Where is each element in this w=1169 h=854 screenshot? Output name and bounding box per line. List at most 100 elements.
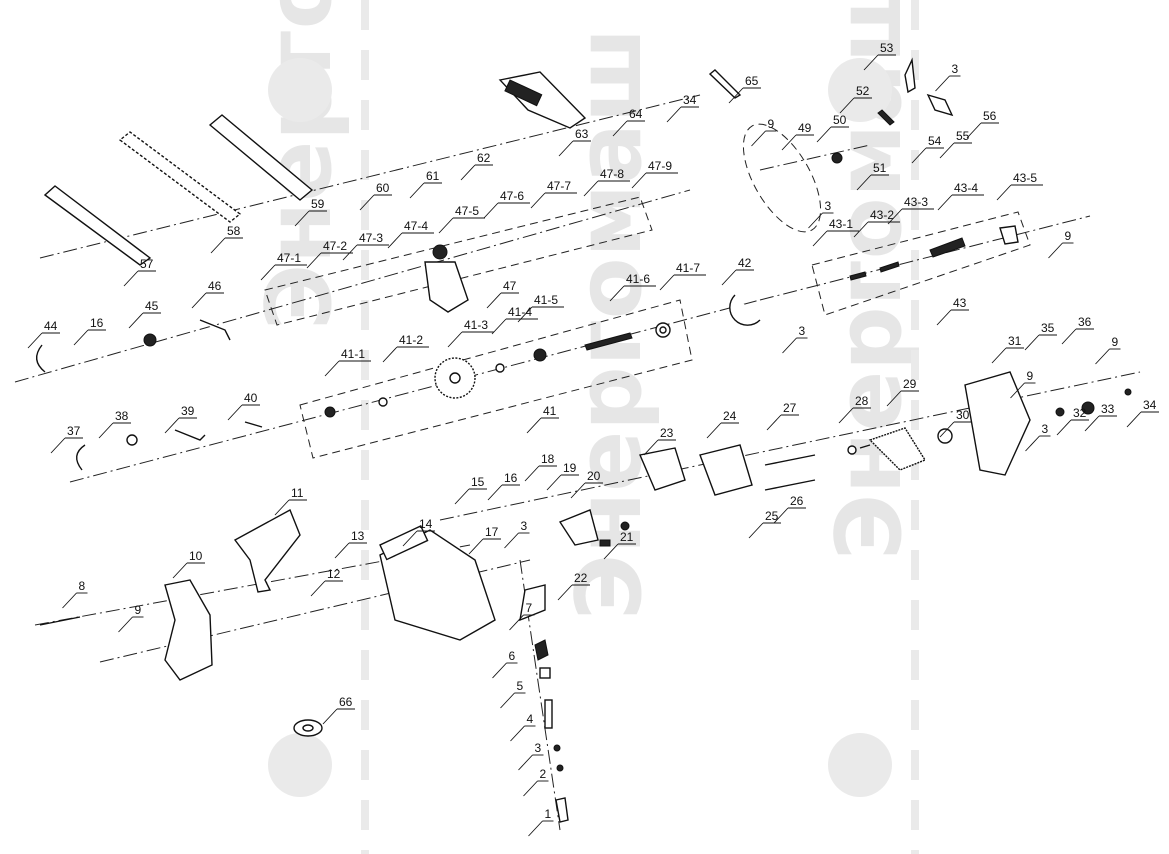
part-callout: 31 — [991, 334, 1024, 364]
part-number-label: 3 — [799, 324, 806, 338]
part-number-label: 16 — [90, 316, 104, 330]
leader-line — [570, 482, 586, 499]
part-number-label: 56 — [983, 109, 997, 123]
leader-line — [863, 54, 879, 71]
part-number-label: 46 — [208, 279, 222, 293]
part-number-label: 54 — [928, 134, 942, 148]
leader-line — [172, 562, 188, 579]
part-number-label: 22 — [574, 571, 588, 585]
part-number-label: 3 — [825, 199, 832, 213]
part-number-label: 49 — [798, 121, 812, 135]
part-callout: 19 — [546, 461, 579, 491]
leader-line — [603, 543, 619, 560]
leader-line — [517, 306, 533, 323]
leader-line — [966, 122, 982, 139]
part-callout: 41-3 — [447, 318, 494, 348]
part-number-label: 35 — [1041, 321, 1055, 335]
part-number-label: 42 — [738, 256, 752, 270]
part-callout: 44 — [27, 319, 60, 349]
part-number-label: 47-6 — [500, 189, 524, 203]
part-callout: 27 — [766, 401, 799, 431]
part-callout: 41-6 — [609, 272, 656, 302]
leader-line — [782, 337, 797, 354]
group-boxes — [264, 123, 1031, 459]
part-callout: 47-3 — [342, 231, 389, 261]
leader-line — [816, 126, 832, 143]
part-callout: 43-2 — [853, 208, 900, 238]
leader-line — [939, 421, 955, 438]
leader-line — [706, 422, 722, 439]
part-number-label: 8 — [79, 579, 86, 593]
leader-line — [856, 174, 872, 191]
part-number-label: 27 — [783, 401, 797, 415]
leader-line — [409, 182, 425, 199]
part-number-label: 44 — [44, 319, 58, 333]
leader-line — [524, 465, 540, 482]
leader-line — [402, 530, 418, 547]
part-number-label: 7 — [526, 601, 533, 615]
leader-line — [322, 708, 338, 725]
part-number-label: 65 — [745, 74, 759, 88]
leader-line — [935, 75, 950, 92]
leader-line — [886, 390, 902, 407]
part-callout: 43-3 — [887, 195, 934, 225]
leader-line — [62, 592, 77, 609]
part-callout: 4 — [510, 712, 536, 742]
leader-line — [306, 252, 322, 269]
leader-line — [460, 164, 476, 181]
leader-line — [294, 210, 310, 227]
part-number-label: 41-5 — [534, 293, 558, 307]
part-number-label: 10 — [189, 549, 203, 563]
leader-line — [528, 820, 543, 837]
part-callout: 34 — [1126, 398, 1159, 428]
leader-line — [518, 754, 533, 771]
part-number-label: 40 — [244, 391, 258, 405]
part-number-label: 4 — [527, 712, 534, 726]
part-number-label: 9 — [1065, 229, 1072, 243]
leader-line — [1061, 328, 1077, 345]
part-callout: 33 — [1084, 402, 1117, 432]
part-number-label: 3 — [535, 741, 542, 755]
leader-line — [227, 404, 243, 421]
leader-line — [546, 474, 562, 491]
part-callout: 52 — [839, 84, 872, 114]
part-number-label: 17 — [485, 525, 499, 539]
part-number-label: 25 — [765, 509, 779, 523]
part-number-label: 31 — [1008, 334, 1022, 348]
part-callout: 36 — [1061, 315, 1094, 345]
leader-line — [659, 274, 675, 291]
leader-line — [123, 270, 139, 287]
leader-line — [1025, 435, 1040, 452]
leader-line — [334, 542, 350, 559]
part-callout: 3 — [782, 324, 808, 354]
part-number-label: 43-2 — [870, 208, 894, 222]
leader-line — [991, 347, 1007, 364]
parts — [36, 57, 1132, 823]
part-callout: 47-6 — [483, 189, 530, 219]
part-number-label: 41-7 — [676, 261, 700, 275]
part-number-label: 3 — [952, 62, 959, 76]
leader-line — [631, 172, 647, 189]
part-number-label: 33 — [1101, 402, 1115, 416]
leader-line — [612, 120, 628, 137]
part-callout: 3 — [935, 62, 961, 92]
part-number-label: 41-3 — [464, 318, 488, 332]
leader-line — [887, 208, 903, 225]
part-number-label: 47-2 — [323, 239, 347, 253]
part-callout: 17 — [468, 525, 501, 555]
part-number-label: 43 — [953, 296, 967, 310]
leader-line — [274, 499, 290, 516]
leader-line — [191, 292, 207, 309]
part-callout: 20 — [570, 469, 603, 499]
part-number-label: 9 — [1027, 369, 1034, 383]
part-callout: 9 — [751, 117, 777, 147]
leader-line — [1095, 348, 1110, 365]
part-callout: 29 — [886, 377, 919, 407]
part-callout: 30 — [939, 408, 972, 438]
guide-bar — [43, 185, 152, 266]
part-number-label: 18 — [541, 452, 555, 466]
leader-line — [557, 584, 573, 601]
part-callout: 49 — [781, 121, 814, 151]
leader-line — [118, 616, 133, 633]
